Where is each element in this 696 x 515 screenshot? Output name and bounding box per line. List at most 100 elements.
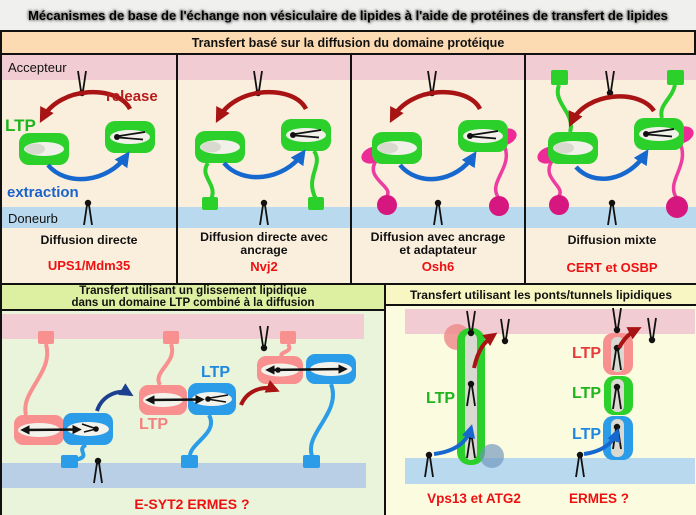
exit-arrow-red	[472, 332, 498, 369]
donor-membrane	[2, 207, 176, 228]
membrane-anchor	[308, 197, 324, 210]
ltp-green-label: LTP	[426, 390, 455, 407]
figure-title-bar: Mécanismes de base de l'échange non vési…	[0, 0, 696, 30]
anchor-tail	[555, 84, 573, 133]
adaptor-tail	[494, 144, 508, 198]
ltp-blue-label: LTP	[201, 364, 230, 381]
panel-caption: Diffusion directe avec	[200, 230, 328, 244]
panel-caption: Diffusion avec ancrage	[371, 230, 506, 244]
protein-name: UPS1/Mdm35	[48, 258, 130, 273]
glissement-header-line1: Transfert utilisant un glissement lipidi…	[79, 285, 307, 297]
entry-arrow-blue	[583, 428, 621, 456]
ponts-body: LTP	[386, 306, 696, 515]
ltp-domain-empty	[548, 132, 598, 164]
transfer-arrow-red	[239, 380, 280, 406]
blue-tether	[308, 383, 335, 457]
adaptor-anchor	[549, 195, 569, 215]
panel-caption-line2: et adaptateur	[399, 243, 476, 257]
panel-diffusion-ancrage: Diffusion directe avec ancrage Nvj2	[176, 55, 350, 283]
protein-name: Vps13 et ATG2	[427, 491, 521, 506]
panel-3-drawing: Diffusion avec ancrage et adaptateur Osh…	[352, 55, 524, 274]
diffusion-panels-row: Accepteur release LTP extraction Doneurb…	[2, 55, 696, 283]
panel-1-drawing: Accepteur release LTP extraction Doneurb…	[2, 55, 176, 273]
adaptor-tail	[371, 160, 390, 199]
ltp-domain-empty	[372, 132, 422, 164]
ltp-salmon-label: LTP	[139, 416, 168, 433]
donor-membrane	[352, 207, 524, 228]
panel-2-drawing: Diffusion directe avec ancrage Nvj2	[178, 55, 350, 274]
protein-name: CERT et OSBP	[566, 260, 657, 275]
figure-title: Mécanismes de base de l'échange non vési…	[28, 7, 668, 23]
ltp-domain-loaded	[104, 120, 156, 154]
release-arrow	[389, 89, 483, 124]
extraction-arrow	[46, 151, 130, 182]
membrane-anchor	[38, 331, 54, 344]
ltp-domain-empty	[195, 131, 245, 163]
extraction-arrow	[398, 151, 477, 182]
section-glissement: Transfert utilisant un glissement lipidi…	[2, 285, 384, 515]
ltp-red-label: LTP	[572, 345, 601, 362]
faded-blue-blob	[480, 444, 504, 468]
release-label: release	[106, 88, 158, 105]
donor-label: Doneurb	[8, 211, 58, 226]
anchor-tail	[310, 149, 319, 200]
panel-caption-line2: ancrage	[240, 243, 287, 257]
panel-4-drawing: Diffusion mixte CERT et OSBP	[526, 55, 696, 275]
section-ponts-tunnels: Transfert utilisant les ponts/tunnels li…	[384, 285, 696, 515]
ponts-header: Transfert utilisant les ponts/tunnels li…	[386, 285, 696, 306]
bottom-membrane	[405, 458, 695, 484]
extraction-arrow	[222, 149, 306, 180]
acceptor-membrane	[352, 55, 524, 80]
anchor-tail	[203, 161, 215, 203]
blue-tether	[69, 443, 88, 463]
tunnel-channel	[465, 333, 477, 460]
ltp-green-label: LTP	[572, 385, 601, 402]
donor-membrane	[526, 207, 696, 228]
panel-diffusion-mixte: Diffusion mixte CERT et OSBP	[524, 55, 696, 283]
extraction-arrow	[574, 149, 649, 182]
ltp-domain-loaded	[280, 118, 332, 152]
entry-arrow-blue	[433, 424, 475, 456]
adaptor-anchor	[377, 195, 397, 215]
panel-caption: Diffusion directe	[40, 233, 137, 247]
ltp-pair	[257, 354, 356, 384]
protein-name: Nvj2	[250, 259, 277, 274]
membrane-anchor	[61, 455, 78, 468]
ltp-pair	[14, 413, 113, 445]
ltp-domain-loaded	[457, 119, 509, 153]
ltp-label: LTP	[5, 116, 36, 135]
membrane-anchor	[181, 455, 198, 468]
panel-caption: Diffusion mixte	[568, 233, 657, 247]
top-membrane	[2, 314, 364, 339]
protein-name: ERMES ?	[569, 491, 629, 506]
salmon-tether	[23, 343, 50, 416]
ponts-drawing: LTP	[405, 307, 695, 506]
top-section-header: Transfert basé sur la diffusion du domai…	[2, 30, 694, 55]
ltp-domain-empty	[19, 133, 69, 165]
release-arrow	[215, 89, 309, 124]
acceptor-label: Accepteur	[8, 60, 67, 75]
release-arrow	[568, 94, 656, 128]
membrane-anchor	[163, 331, 179, 344]
protein-name: Osh6	[422, 259, 455, 274]
adaptor-anchor	[489, 196, 509, 216]
glissement-body: LTP LTP E-SYT2 ERMES ?	[2, 311, 384, 515]
adaptor-tail	[547, 160, 562, 199]
ltp-domain-loaded	[633, 117, 685, 151]
membrane-anchor	[202, 197, 218, 210]
anchor-tail	[659, 84, 677, 119]
membrane-anchor	[551, 70, 568, 85]
panel-diffusion-adaptateur: Diffusion avec ancrage et adaptateur Osh…	[350, 55, 524, 283]
ltp-blue-label: LTP	[572, 426, 601, 443]
extraction-label: extraction	[7, 184, 79, 201]
acceptor-membrane	[2, 55, 176, 80]
membrane-anchor	[280, 331, 296, 344]
acceptor-membrane	[178, 55, 350, 80]
donor-membrane	[178, 207, 350, 228]
release-arrow	[39, 89, 133, 124]
membrane-anchor	[667, 70, 684, 85]
membrane-anchor	[303, 455, 320, 468]
ltp-pair	[139, 383, 236, 415]
blue-tether	[188, 414, 213, 457]
